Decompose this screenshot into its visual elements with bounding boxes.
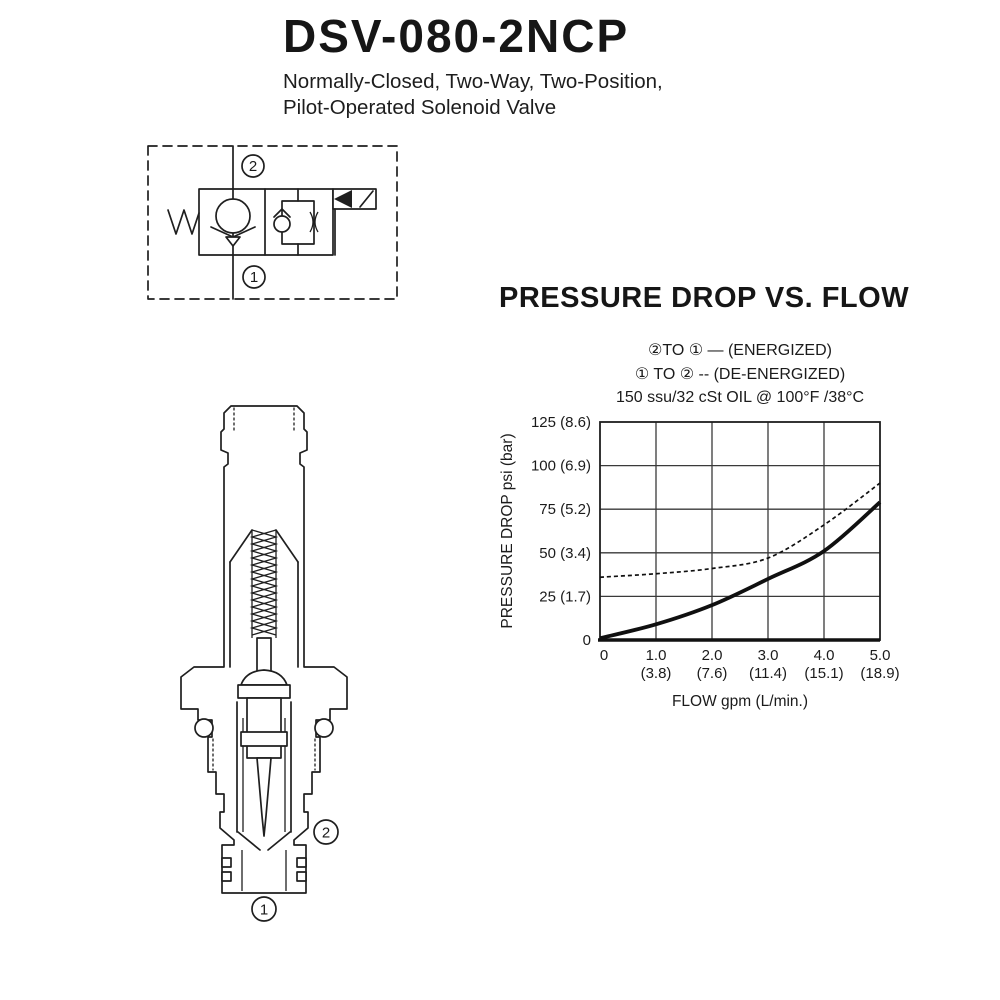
x-axis-title: FLOW gpm (L/min.): [672, 693, 808, 710]
y-tick-label: 75 (5.2): [539, 501, 591, 518]
cross-section-port-2: 2: [313, 819, 339, 845]
plot-frame: [599, 421, 881, 641]
legend-energized: ②TO ① — (ENERGIZED): [648, 342, 832, 359]
curve-energized: [599, 500, 882, 641]
solenoid-triangle: [334, 190, 352, 208]
x-tick-sublabel: (15.1): [804, 665, 843, 682]
check-valve-ball: [273, 215, 291, 233]
poppet-cap-dome: [240, 669, 288, 686]
page-title: DSV-080-2NCP: [283, 10, 630, 62]
valve-schematic-symbol: 2 1: [147, 145, 398, 300]
x-tick-label: 4.0: [814, 647, 835, 664]
svg-text:1: 1: [250, 269, 258, 286]
pressure-drop-flow-chart: 0 25 (1.7) 50 (3.4) 75 (5.2) 100 (6.9) 125 (8…: [499, 414, 900, 710]
schematic-port-1: 1: [242, 265, 266, 289]
o-ring-right: [314, 718, 334, 738]
y-tick-label: 50 (3.4): [539, 545, 591, 562]
x-tick-label: 3.0: [758, 647, 779, 664]
x-tick-sublabel: (3.8): [641, 665, 672, 682]
poppet-collar: [240, 731, 288, 747]
x-tick-label: 2.0: [702, 647, 723, 664]
metering-needle: [256, 757, 272, 837]
y-axis-title: PRESSURE DROP psi (bar): [499, 433, 516, 628]
solenoid-symbol: [332, 188, 377, 210]
y-tick-label: 100 (6.9): [531, 458, 591, 475]
o-ring-left: [194, 718, 214, 738]
title-block: DSV-080-2NCP Normally-Closed, Two-Way, T…: [283, 12, 663, 121]
return-spring: [249, 529, 279, 638]
valve-seat: [237, 831, 261, 851]
x-tick-sublabel: (18.9): [860, 665, 899, 682]
schematic-port-2: 2: [241, 154, 265, 178]
x-tick-label: 5.0: [870, 647, 891, 664]
nozzle-notch: [221, 857, 232, 868]
orifice-symbol: [309, 211, 314, 233]
y-tick-label: 25 (1.7): [539, 588, 591, 605]
main-poppet: [246, 697, 282, 759]
x-tick-label: 0: [600, 647, 608, 664]
poppet-cap-bar: [237, 684, 291, 699]
svg-text:2: 2: [249, 158, 257, 175]
schematic-boundary: [147, 145, 398, 300]
x-tick-sublabel: (7.6): [697, 665, 728, 682]
curve-de-energized: [599, 482, 881, 579]
legend-de-energized: ① TO ② -- (DE-ENERGIZED): [634, 365, 846, 383]
pilot-stem: [256, 637, 272, 672]
x-tick-label: 1.0: [646, 647, 667, 664]
pilot-cone: [229, 529, 253, 563]
y-tick-label: 125 (8.6): [531, 414, 591, 431]
subtitle-line-1: Normally-Closed, Two-Way, Two-Position,: [283, 70, 663, 94]
subtitle-line-2: Pilot-Operated Solenoid Valve: [283, 96, 557, 120]
cross-section-port-1: 1: [251, 896, 277, 922]
poppet-ball-symbol: [215, 198, 251, 234]
x-tick-sublabel: (11.4): [749, 665, 787, 682]
y-tick-label: 0: [583, 632, 591, 649]
chart-title: PRESSURE DROP VS. FLOW: [499, 282, 910, 314]
valve-cross-section: 2 1: [180, 405, 348, 922]
chart-legend: ②TO ① — (ENERGIZED) ① TO ② -- (DE-ENERGI…: [540, 339, 940, 410]
check-valve-seat: [273, 208, 291, 218]
svg-text:1: 1: [260, 902, 268, 919]
spring-symbol: [167, 209, 200, 235]
legend-oil-condition: 150 ssu/32 cSt OIL @ 100°F /38°C: [615, 389, 865, 406]
page-subtitle: Normally-Closed, Two-Way, Two-Position, …: [283, 69, 663, 121]
svg-text:2: 2: [322, 825, 330, 842]
